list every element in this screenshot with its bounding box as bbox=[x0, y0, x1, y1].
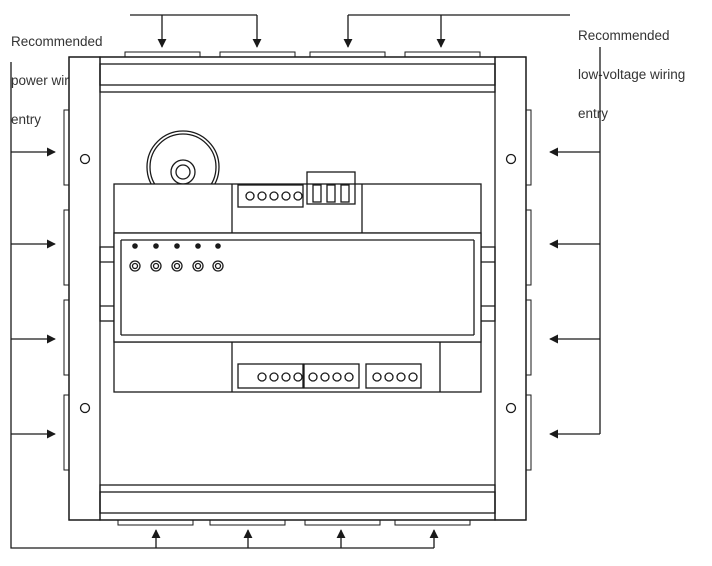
button-icon bbox=[129, 260, 224, 272]
bottom-knockout-strip bbox=[99, 491, 496, 514]
top-knockout-strip bbox=[99, 63, 496, 86]
mounting-hole-icon bbox=[79, 153, 91, 165]
low-voltage-wiring-label-line-2: low-voltage wiring bbox=[578, 67, 686, 82]
power-wiring-label-line-3: entry bbox=[11, 112, 42, 127]
power-wiring-label-line-1: Recommended bbox=[11, 34, 103, 49]
low-voltage-wiring-routing bbox=[343, 14, 601, 439]
mounting-hole-icon bbox=[505, 402, 517, 414]
mounting-hole-icon bbox=[505, 153, 517, 165]
left-knockouts bbox=[63, 109, 70, 471]
top-terminal-block bbox=[237, 184, 304, 208]
led-icon bbox=[132, 243, 221, 249]
bottom-terminal-block-2 bbox=[303, 363, 360, 389]
top-knockouts bbox=[124, 51, 481, 58]
mounting-hole-icon bbox=[79, 402, 91, 414]
top-connector-plug bbox=[306, 171, 356, 205]
bottom-knockouts bbox=[117, 519, 471, 526]
right-knockouts bbox=[525, 109, 532, 471]
power-wiring-label: Recommended power wiring entry bbox=[11, 9, 103, 139]
bottom-terminal-block-3 bbox=[365, 363, 422, 389]
controller-module bbox=[113, 183, 482, 393]
low-voltage-wiring-label-line-1: Recommended bbox=[578, 28, 670, 43]
bottom-terminal-block-1 bbox=[237, 363, 304, 389]
power-wiring-routing bbox=[10, 14, 439, 549]
